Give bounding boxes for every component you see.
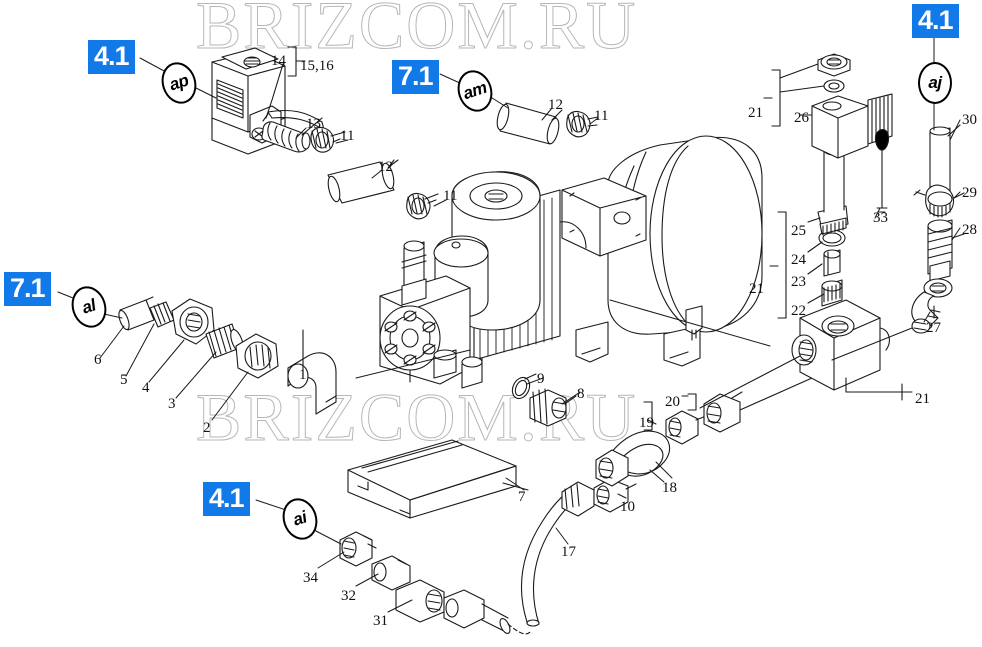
valve-block-21 [700, 300, 912, 408]
hose-18 [596, 431, 670, 486]
part-number-8: 8 [577, 386, 585, 402]
part-number-20: 20 [665, 394, 680, 410]
section-badge-4-1-suction[interactable]: 4.1 [912, 4, 959, 38]
part-number-15-16: 15,16 [300, 58, 334, 74]
section-badge-7-1-hose-upper[interactable]: 7.1 [392, 60, 439, 94]
part-number-31: 31 [373, 613, 388, 629]
part-number-10: 10 [620, 499, 635, 515]
stack-22-25 [770, 145, 848, 318]
base-tray-7 [348, 440, 528, 518]
hose-clamp-11-left [311, 127, 345, 152]
motor-pump-unit [380, 136, 762, 388]
section-badge-7-1-inlet[interactable]: 7.1 [4, 272, 51, 306]
section-badge-4-1-lower[interactable]: 4.1 [203, 482, 250, 516]
part-number-17: 17 [561, 544, 576, 560]
part-number-5: 5 [120, 372, 128, 388]
part-number-18: 18 [662, 480, 677, 496]
part-number-3: 3 [168, 396, 176, 412]
hose-tube-12-upper [495, 103, 562, 145]
part-number-19: 19 [639, 415, 654, 431]
part-number-21: 21 [915, 391, 930, 407]
part-number-26: 26 [794, 110, 809, 126]
part-number-11: 11 [594, 108, 609, 124]
part-number-2: 2 [203, 420, 211, 436]
part-number-13: 13 [306, 116, 321, 132]
oring-9 [509, 374, 536, 401]
inlet-fitting-train [117, 297, 336, 414]
part-number-27: 27 [926, 320, 941, 336]
fitting-19 [644, 402, 706, 444]
part-number-11: 11 [340, 128, 355, 144]
callout-ring [918, 62, 952, 104]
part-number-14: 14 [271, 53, 286, 69]
part-number-32: 32 [341, 588, 356, 604]
part-number-11: 11 [443, 188, 458, 204]
part-number-7: 7 [518, 489, 526, 505]
part-number-21: 21 [748, 105, 763, 121]
part-number-6: 6 [94, 352, 102, 368]
lower-fitting-train [340, 532, 530, 635]
hose-clamp-11-mid [407, 193, 438, 218]
part-number-33: 33 [873, 210, 888, 226]
part-number-12: 12 [378, 159, 393, 175]
callout-bubble-aj[interactable]: aj [918, 62, 952, 104]
part-number-23: 23 [791, 274, 806, 290]
part-number-4: 4 [142, 380, 150, 396]
part-number-25: 25 [791, 223, 806, 239]
hose-clamp-11-upper [567, 111, 598, 136]
hose-tube-12-left [326, 160, 398, 203]
section-badge-4-1-solenoid[interactable]: 4.1 [88, 40, 135, 74]
part-number-24: 24 [791, 252, 806, 268]
suction-hose-group [832, 125, 964, 360]
part-number-21: 21 [749, 281, 764, 297]
corrugated-sleeve-13 [262, 118, 322, 152]
fitting-8 [530, 389, 576, 426]
fitting-10 [594, 479, 636, 512]
part-number-1: 1 [299, 367, 307, 383]
fitting-20 [682, 370, 830, 432]
callout-label: aj [928, 73, 942, 92]
coil-26-group [764, 54, 892, 212]
part-number-28: 28 [962, 222, 977, 238]
part-number-34: 34 [303, 570, 318, 586]
part-number-22: 22 [791, 303, 806, 319]
part-number-30: 30 [962, 112, 977, 128]
discharge-hose-17 [522, 482, 594, 626]
part-number-12: 12 [548, 97, 563, 113]
part-number-29: 29 [962, 185, 977, 201]
part-number-9: 9 [537, 371, 545, 387]
